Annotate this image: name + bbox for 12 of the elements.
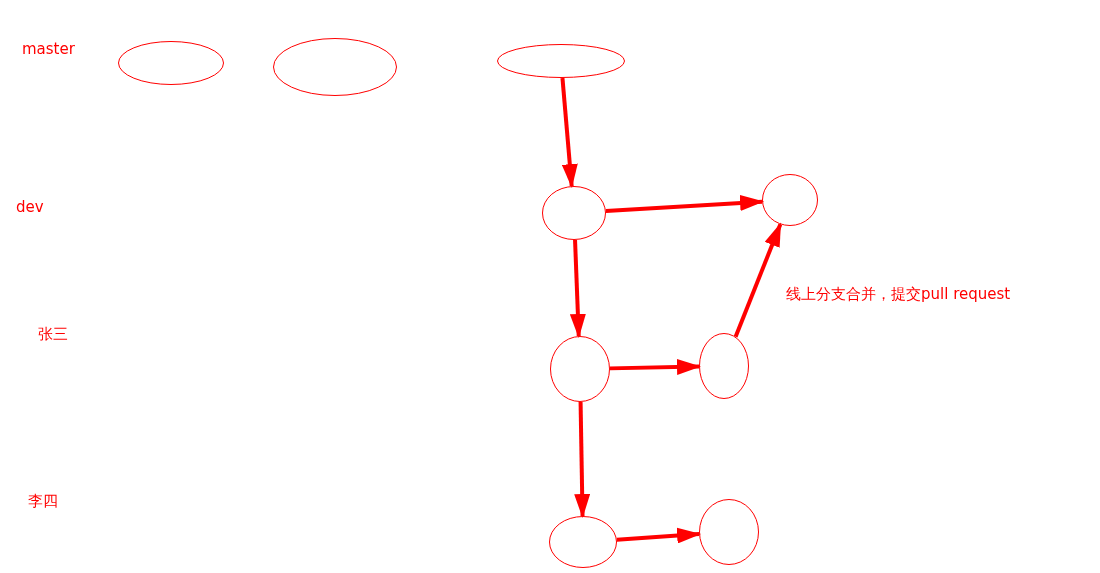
arrow (616, 527, 702, 544)
branch-label: dev (16, 198, 44, 216)
arrow (605, 195, 765, 214)
edge-label: 线上分支合并，提交pull request (786, 285, 1011, 304)
branch-label: 李四 (28, 492, 58, 511)
arrow (733, 222, 783, 338)
arrow (560, 77, 578, 189)
arrow (569, 239, 586, 339)
arrow (574, 401, 591, 518)
arrow (609, 359, 701, 375)
branch-label: 张三 (38, 325, 68, 344)
branch-label: master (22, 40, 75, 58)
